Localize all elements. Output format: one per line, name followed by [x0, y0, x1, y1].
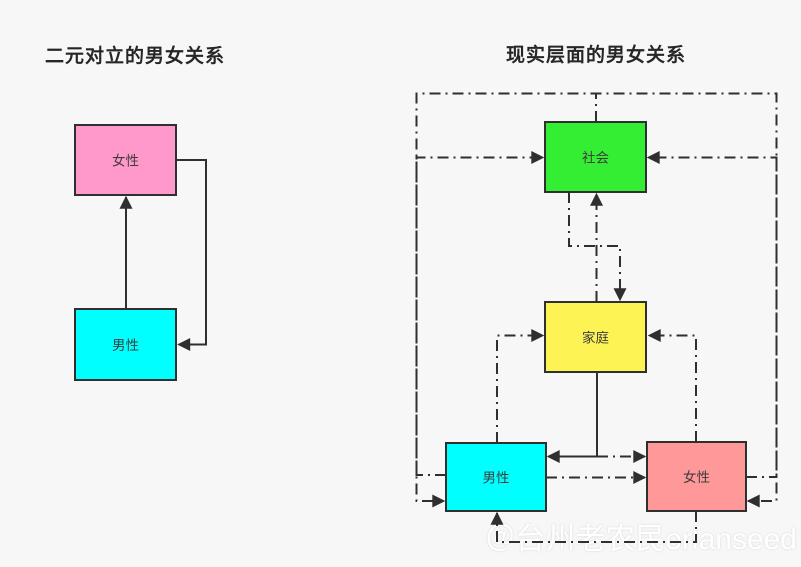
- node-family-label: 家庭: [582, 330, 610, 346]
- edge-male-to-family: [496, 329, 545, 443]
- edge-female-to-family: [647, 329, 697, 442]
- edge-female-to-society: [646, 151, 778, 478]
- edge-society-to-female: [595, 92, 778, 508]
- right-diagram: 现实层面的男女关系 社会 家庭 男性 女性: [415, 43, 778, 543]
- edge-society-to-male: [415, 92, 597, 508]
- edge-left-female-to-male: [176, 159, 207, 351]
- node-male: [445, 442, 547, 512]
- edge-society-to-family: [568, 192, 627, 302]
- right-diagram-title: 现实层面的男女关系: [506, 43, 686, 66]
- left-diagram-title: 二元对立的男女关系: [45, 44, 225, 67]
- node-male-label: 男性: [483, 471, 510, 486]
- node-female-left: [74, 124, 177, 196]
- edge-family-to-male: [546, 372, 598, 463]
- node-male-left: [74, 308, 177, 381]
- node-female-left-label: 女性: [112, 153, 139, 169]
- node-female-label: 女性: [683, 469, 710, 485]
- node-male-left-label: 男性: [112, 338, 139, 353]
- node-society-label: 社会: [582, 151, 609, 166]
- left-diagram: 二元对立的男女关系 女性 男性: [45, 44, 225, 381]
- node-female: [646, 441, 747, 512]
- watermark-text: ＠台州老农民orlanseed: [485, 523, 797, 556]
- edge-male-to-society: [415, 151, 545, 476]
- node-family: [544, 301, 647, 373]
- node-society: [544, 121, 647, 193]
